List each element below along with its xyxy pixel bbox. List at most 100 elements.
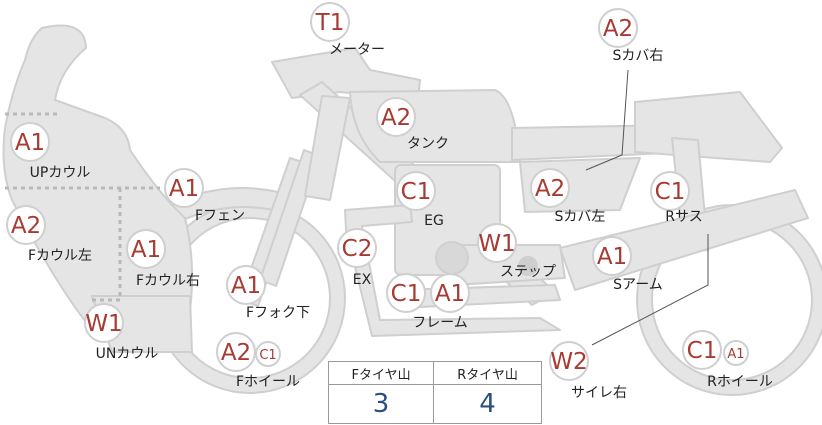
part-label-meter: メーター bbox=[329, 42, 385, 58]
badge-code: T1 bbox=[315, 10, 345, 36]
damage-badge-r-sus-1: C1 bbox=[650, 171, 690, 211]
damage-badge-tank-1: A2 bbox=[376, 97, 416, 137]
label-layer: メーター Sカバ右 UPカウル タンク Fフェン EG Sカバ左 Rサス Fカウル左 Fカウル右 E… bbox=[28, 42, 773, 401]
badge-circle bbox=[549, 341, 589, 381]
part-label-exhaust: EX bbox=[353, 272, 372, 288]
badge-code: W2 bbox=[550, 349, 587, 375]
damage-badge-side-cover-r-1: A2 bbox=[598, 8, 638, 48]
badge-circle bbox=[723, 340, 749, 366]
part-label-side-cover-r: Sカバ右 bbox=[613, 48, 664, 64]
front-cowl-shape bbox=[2, 24, 194, 341]
damage-badge-step-1: W1 bbox=[477, 223, 517, 263]
badge-circle bbox=[430, 273, 470, 313]
badge-circle bbox=[396, 171, 436, 211]
part-label-tank: タンク bbox=[407, 136, 449, 152]
badge-circle bbox=[386, 273, 426, 313]
badge-code: C1 bbox=[259, 348, 276, 363]
frame-down-tube bbox=[304, 95, 351, 201]
badge-code: A2 bbox=[11, 213, 41, 239]
damage-badge-f-wheel-1: A2 bbox=[216, 332, 256, 372]
part-label-f-fork: Fフォク下 bbox=[246, 305, 310, 321]
part-label-r-sus: Rサス bbox=[665, 209, 702, 225]
badge-circle bbox=[310, 2, 350, 42]
damage-badge-f-wheel-2: C1 bbox=[255, 341, 281, 367]
badge-circle bbox=[598, 8, 638, 48]
badge-code: A1 bbox=[131, 237, 161, 263]
badge-circle bbox=[255, 341, 281, 367]
tail-shape bbox=[634, 91, 783, 163]
tire-table-header-row: Fタイヤ山 Rタイヤ山 bbox=[327, 361, 542, 385]
damage-badge-r-wheel-1: C1 bbox=[682, 330, 722, 370]
part-label-f-cowl-r: Fカウル右 bbox=[136, 273, 200, 289]
badge-code: C1 bbox=[687, 338, 718, 364]
damage-badge-upper-cowl-1: A1 bbox=[10, 122, 50, 162]
badge-circle bbox=[6, 205, 46, 245]
engine-cover bbox=[435, 241, 469, 275]
part-label-f-fender: Fフェン bbox=[195, 208, 245, 224]
badge-code: C1 bbox=[401, 179, 432, 205]
badge-circle bbox=[216, 332, 256, 372]
part-label-side-cover-l: Sカバ左 bbox=[555, 209, 606, 225]
damage-badge-f-fender-1: A1 bbox=[164, 168, 204, 208]
badge-code: A1 bbox=[597, 244, 627, 270]
badge-code: A2 bbox=[535, 176, 565, 202]
damage-badge-exhaust-1: C2 bbox=[337, 228, 377, 268]
part-label-muffler-r: サイレ右 bbox=[571, 385, 627, 401]
damage-badge-f-cowl-r-1: A1 bbox=[126, 229, 166, 269]
badge-circle bbox=[84, 303, 124, 343]
damage-badge-muffler-r-1: W2 bbox=[549, 341, 589, 381]
badge-code: W1 bbox=[85, 311, 122, 337]
badge-code: C1 bbox=[655, 179, 686, 205]
badge-circle bbox=[477, 223, 517, 263]
front-tire-value: 3 bbox=[327, 384, 435, 424]
part-label-r-wheel: Rホイール bbox=[707, 374, 773, 390]
rear-tire-header: Rタイヤ山 bbox=[433, 361, 542, 385]
badge-code: A1 bbox=[231, 273, 261, 299]
part-label-frame: フレーム bbox=[412, 315, 468, 331]
badge-code: A2 bbox=[221, 340, 251, 366]
part-label-swingarm: Sアーム bbox=[613, 277, 663, 293]
damage-badge-swingarm-1: A1 bbox=[592, 236, 632, 276]
badge-circle bbox=[226, 265, 266, 305]
part-label-engine: EG bbox=[424, 213, 444, 229]
part-label-under-cowl: UNカウル bbox=[96, 346, 159, 362]
badge-circle bbox=[337, 228, 377, 268]
badge-circle bbox=[126, 229, 166, 269]
damage-badge-meter-1: T1 bbox=[310, 2, 350, 42]
damage-badge-under-cowl-1: W1 bbox=[84, 303, 124, 343]
meter-shape bbox=[271, 47, 421, 101]
badge-code: A1 bbox=[169, 176, 199, 202]
cowl-division-lines bbox=[5, 112, 160, 302]
damage-badge-frame-2: A1 bbox=[430, 273, 470, 313]
damage-badge-frame-1: C1 bbox=[386, 273, 426, 313]
badge-code: W1 bbox=[478, 231, 515, 257]
badge-code: A2 bbox=[603, 16, 633, 42]
badge-code: A1 bbox=[435, 281, 465, 307]
rear-tire-value: 4 bbox=[433, 384, 542, 424]
part-label-step: ステップ bbox=[500, 264, 556, 280]
badge-code: C2 bbox=[342, 236, 373, 262]
badge-circle bbox=[530, 168, 570, 208]
tire-tread-table: Fタイヤ山 Rタイヤ山 3 4 bbox=[327, 361, 542, 424]
badge-circle bbox=[376, 97, 416, 137]
part-label-f-wheel: Fホイール bbox=[236, 374, 300, 390]
part-label-f-cowl-l: Fカウル左 bbox=[28, 248, 92, 264]
badge-code: A2 bbox=[381, 105, 411, 131]
damage-badge-f-cowl-l-1: A2 bbox=[6, 205, 46, 245]
badge-circle bbox=[10, 122, 50, 162]
damage-badge-f-fork-1: A1 bbox=[226, 265, 266, 305]
badge-code: C1 bbox=[391, 281, 422, 307]
damage-badge-side-cover-l-1: A2 bbox=[530, 168, 570, 208]
tire-table-value-row: 3 4 bbox=[327, 384, 542, 424]
badge-circle bbox=[592, 236, 632, 276]
exhaust-shape bbox=[344, 204, 561, 337]
badge-circle bbox=[650, 171, 690, 211]
badge-code: A1 bbox=[15, 130, 45, 156]
damage-badge-engine-1: C1 bbox=[396, 171, 436, 211]
badge-code: A1 bbox=[727, 347, 744, 362]
badge-circle bbox=[164, 168, 204, 208]
part-label-upper-cowl: UPカウル bbox=[30, 165, 91, 181]
step-peg bbox=[518, 256, 538, 276]
front-tire-header: Fタイヤ山 bbox=[327, 361, 435, 385]
